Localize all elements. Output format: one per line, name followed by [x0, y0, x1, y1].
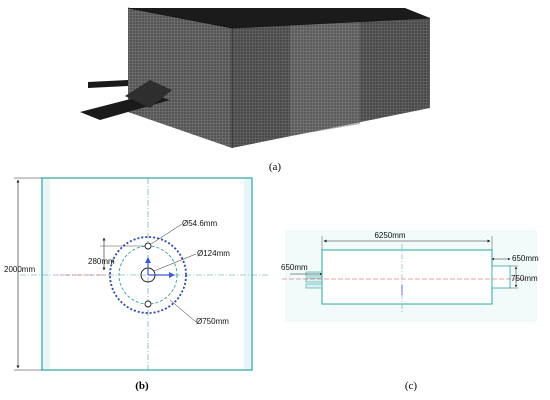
panel-a-label: (a) [269, 161, 282, 173]
panel-b-right-shade [244, 178, 252, 370]
panel-c-side-view: 6250mm 650mm 650mm 750mm (c) [281, 230, 539, 392]
mesh-top-face [128, 8, 430, 28]
panel-b-leader-pitch [169, 299, 197, 323]
panel-a-mesh-model: (a) [80, 7, 431, 173]
panel-b-label: (b) [135, 380, 149, 392]
panel-b-height-label: 2000mm [4, 265, 35, 274]
panel-c-outlet [491, 265, 511, 289]
panel-c-right-ext-label: 650mm [512, 254, 539, 263]
panel-b-leader-small-hole [150, 223, 183, 245]
panel-c-left-ext-label: 650mm [281, 263, 308, 272]
mesh-shading-band [290, 21, 360, 136]
mesh-left-face [128, 8, 232, 148]
mesh-inlet-junction [125, 80, 172, 108]
panel-b-outer-circle [109, 236, 187, 314]
panel-b-small-hole-label: Ø54.6mm [182, 219, 217, 228]
panel-b-section: 2000mm 280mm Ø54.6mm Ø124mm Ø750mm (b) [4, 177, 270, 392]
mesh-inlet-pipe-upper [88, 80, 128, 88]
panel-b-small-hole-top [144, 242, 152, 250]
panel-c-label: (c) [405, 380, 418, 392]
panel-b-pitch-label: Ø750mm [196, 317, 229, 326]
panel-c-body [321, 249, 493, 305]
panel-b-center-hole-label: Ø124mm [197, 249, 230, 258]
panel-b-outline [41, 177, 253, 371]
panel-b-leader-center-hole [153, 253, 197, 272]
panel-b-left-shade [42, 178, 50, 370]
panel-c-right-height-label: 750mm [511, 274, 538, 283]
panel-b-small-hole-bottom [144, 300, 152, 308]
panel-c-inlet-3 [305, 283, 323, 289]
panel-c-length-label: 6250mm [374, 231, 405, 240]
panel-b-offset-label: 280mm [88, 257, 115, 266]
panel-c-inlet-2 [305, 277, 323, 283]
